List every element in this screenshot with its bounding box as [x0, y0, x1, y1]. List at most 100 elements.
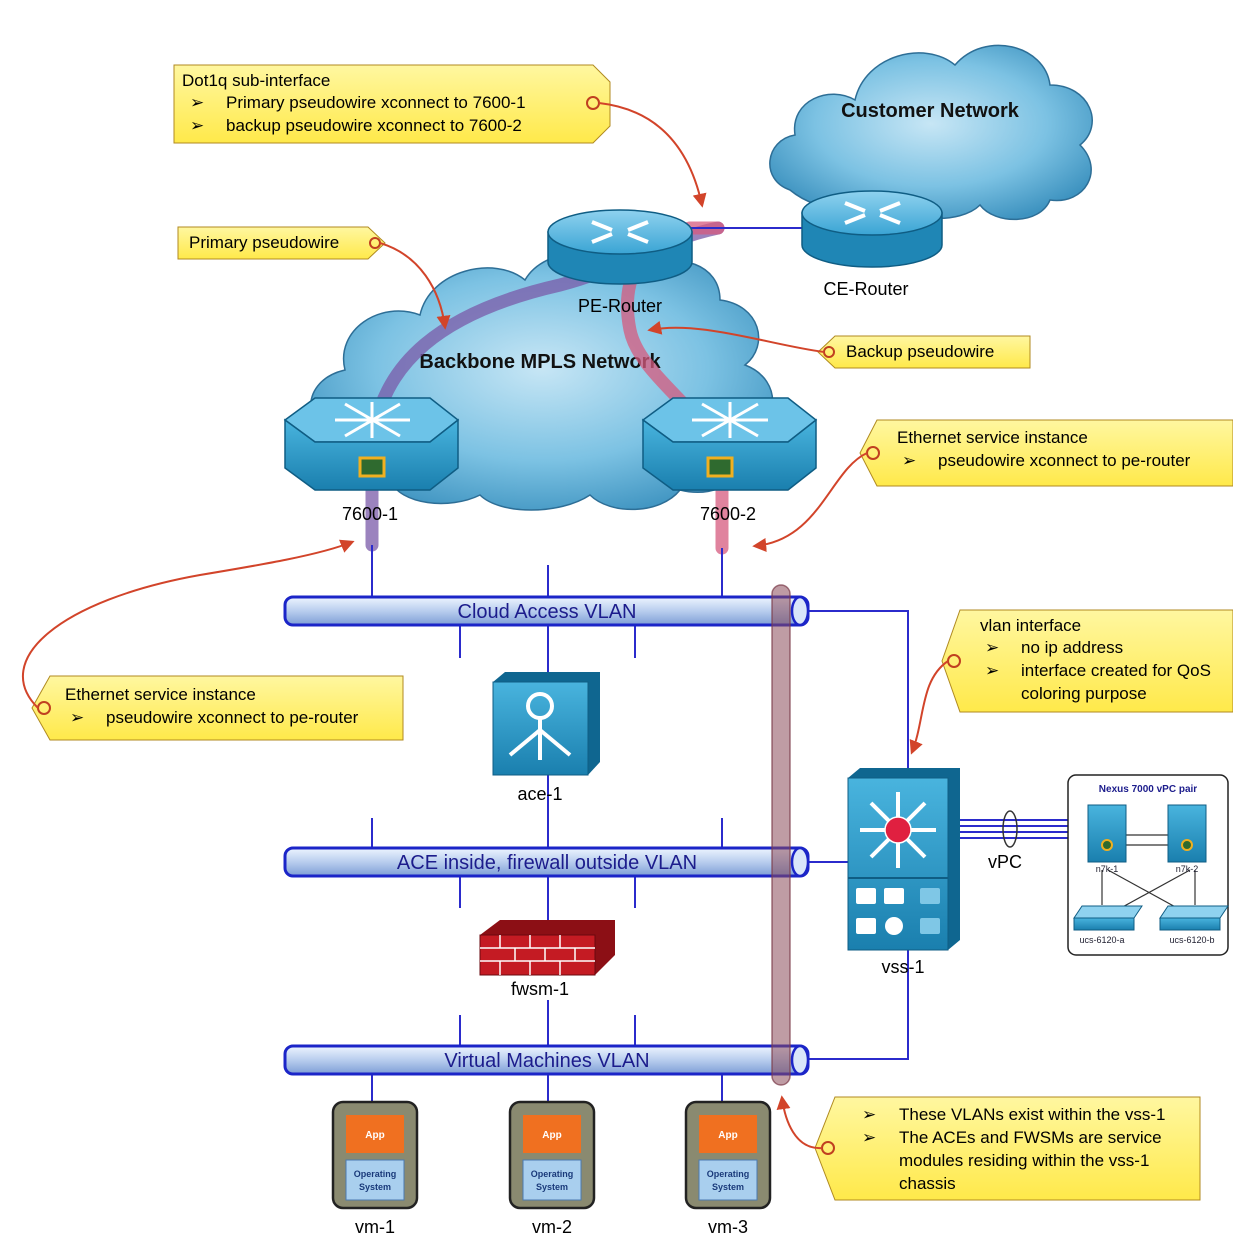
vss-vlan-grouping-bar — [771, 584, 791, 1086]
bullet-icon: ➢ — [985, 661, 999, 680]
ce-router-label: CE-Router — [823, 279, 908, 299]
fwsm-1[interactable]: fwsm-1 — [479, 920, 615, 999]
ucs-6120-b-label: ucs-6120-b — [1169, 935, 1214, 945]
switch-star-icon — [335, 402, 410, 438]
callout-primary-pseudowire: Primary pseudowire — [177, 226, 386, 260]
arrow-vss-note — [776, 1095, 823, 1150]
switch-7600-1[interactable]: 7600-1 — [283, 397, 460, 524]
bullet-icon: ➢ — [985, 638, 999, 657]
arrow-vlan-interface — [909, 660, 949, 755]
vm-app-label: App — [718, 1130, 737, 1141]
n7k-1-label: n7k-1 — [1096, 864, 1119, 874]
arrow-backup — [647, 320, 825, 353]
n7k-1[interactable]: n7k-1 — [1087, 804, 1127, 874]
callout-title: Dot1q sub-interface — [182, 71, 330, 90]
n7k-2-label: n7k-2 — [1176, 864, 1199, 874]
callout-bullet: backup pseudowire xconnect to 7600-2 — [226, 116, 522, 135]
vm-3-label: vm-3 — [708, 1217, 748, 1237]
callout-esi-left: Ethernet service instance ➢ pseudowire x… — [31, 675, 404, 741]
vm-1[interactable]: App Operating System vm-1 — [331, 1100, 419, 1237]
callout-vlan-interface: vlan interface ➢ no ip address ➢ interfa… — [941, 609, 1233, 713]
bullet-icon: ➢ — [862, 1128, 876, 1147]
backbone-mpls-label: Backbone MPLS Network — [419, 351, 661, 373]
callout-title: Ethernet service instance — [65, 685, 256, 704]
callout-bullet: Primary pseudowire xconnect to 7600-1 — [226, 93, 526, 112]
switch-7600-1-label: 7600-1 — [342, 504, 398, 524]
switch-7600-2[interactable]: 7600-2 — [641, 397, 818, 524]
pe-router[interactable]: PE-Router — [547, 209, 693, 316]
vss-1-label: vss-1 — [881, 957, 924, 977]
bullet-icon: ➢ — [70, 708, 84, 727]
customer-network-cloud: Customer Network — [769, 44, 1093, 221]
callout-bullet: pseudowire xconnect to pe-router — [106, 708, 359, 727]
callout-bullet: These VLANs exist within the vss-1 — [899, 1105, 1165, 1124]
service-module-icons — [856, 888, 940, 935]
callout-backup-pseudowire: Backup pseudowire — [817, 335, 1031, 369]
callout-bullet: interface created for QoS — [1021, 661, 1211, 680]
vss-1[interactable]: vss-1 — [847, 768, 960, 977]
vm-3[interactable]: App Operating System vm-3 — [684, 1100, 772, 1237]
bullet-icon: ➢ — [190, 116, 204, 135]
vm-os-label: System — [536, 1182, 568, 1192]
ce-router[interactable]: CE-Router — [801, 190, 943, 299]
vm-app-label: App — [542, 1130, 561, 1141]
bullet-icon: ➢ — [190, 93, 204, 112]
fwsm-1-label: fwsm-1 — [511, 979, 569, 999]
vm-app-label: App — [365, 1130, 384, 1141]
load-balancer-icon — [508, 692, 572, 760]
vm-2[interactable]: App Operating System vm-2 — [508, 1100, 596, 1237]
switch-7600-2-label: 7600-2 — [700, 504, 756, 524]
vlan-cloud-access-label: Cloud Access VLAN — [458, 601, 637, 623]
n7k-2[interactable]: n7k-2 — [1167, 804, 1207, 874]
callout-bullet: pseudowire xconnect to pe-router — [938, 451, 1191, 470]
arrow-esi-right — [752, 452, 868, 552]
vm-1-label: vm-1 — [355, 1217, 395, 1237]
callout-title: Primary pseudowire — [189, 233, 339, 252]
vpc-bundle-ring — [1002, 810, 1018, 848]
service-module-icon — [706, 456, 734, 478]
router-arrows-icon — [591, 220, 649, 244]
callout-title: Ethernet service instance — [897, 428, 1088, 447]
vm-os-label: System — [359, 1182, 391, 1192]
vlan-cloud-access[interactable]: Cloud Access VLAN — [283, 595, 810, 627]
callout-bullet: no ip address — [1021, 638, 1123, 657]
callout-dot1q: Dot1q sub-interface ➢ Primary pseudowire… — [173, 64, 611, 144]
ace-1-label: ace-1 — [517, 784, 562, 804]
vm-os-label: Operating — [707, 1169, 750, 1179]
callout-bullet: modules residing within the vss-1 — [899, 1151, 1149, 1170]
router-arrows-icon — [844, 201, 901, 225]
ucs-6120-b[interactable]: ucs-6120-b — [1159, 905, 1229, 945]
ucs-6120-a[interactable]: ucs-6120-a — [1073, 905, 1143, 945]
vlan-virtual-machines[interactable]: Virtual Machines VLAN — [283, 1044, 810, 1076]
vm-os-label: Operating — [531, 1169, 574, 1179]
ace-1[interactable]: ace-1 — [492, 672, 600, 804]
vlan-ace-inside-label: ACE inside, firewall outside VLAN — [397, 852, 697, 874]
callout-title: vlan interface — [980, 616, 1081, 635]
nexus-title: Nexus 7000 vPC pair — [1099, 784, 1197, 795]
callout-vss-note: ➢ These VLANs exist within the vss-1 ➢ T… — [814, 1096, 1201, 1201]
vm-os-label: Operating — [354, 1169, 397, 1179]
vlan-ace-inside[interactable]: ACE inside, firewall outside VLAN — [283, 846, 810, 878]
switch-star-icon — [692, 402, 768, 438]
vm-os-label: System — [712, 1182, 744, 1192]
vlan-virtual-machines-label: Virtual Machines VLAN — [444, 1050, 649, 1072]
firewall-brick-icon — [480, 935, 595, 975]
arrow-primary — [379, 242, 451, 330]
arrow-dot1q — [598, 102, 707, 208]
callout-bullet: coloring purpose — [1021, 684, 1147, 703]
callout-esi-right: Ethernet service instance ➢ pseudowire x… — [859, 419, 1233, 487]
nexus-vpc-pair-box: Nexus 7000 vPC pair n7k-1 n7k-2 ucs-6120… — [1067, 774, 1229, 956]
customer-network-label: Customer Network — [841, 100, 1020, 122]
bullet-icon: ➢ — [862, 1105, 876, 1124]
callout-bullet: The ACEs and FWSMs are service — [899, 1128, 1162, 1147]
bullet-icon: ➢ — [902, 451, 916, 470]
vpc-label: vPC — [988, 852, 1022, 872]
callout-bullet: chassis — [899, 1174, 956, 1193]
multilayer-switch-icon — [860, 792, 936, 868]
pe-router-label: PE-Router — [578, 296, 662, 316]
network-links — [371, 545, 1085, 1102]
arrow-esi-left — [21, 539, 355, 709]
ucs-6120-a-label: ucs-6120-a — [1079, 935, 1124, 945]
callout-title: Backup pseudowire — [846, 342, 994, 361]
